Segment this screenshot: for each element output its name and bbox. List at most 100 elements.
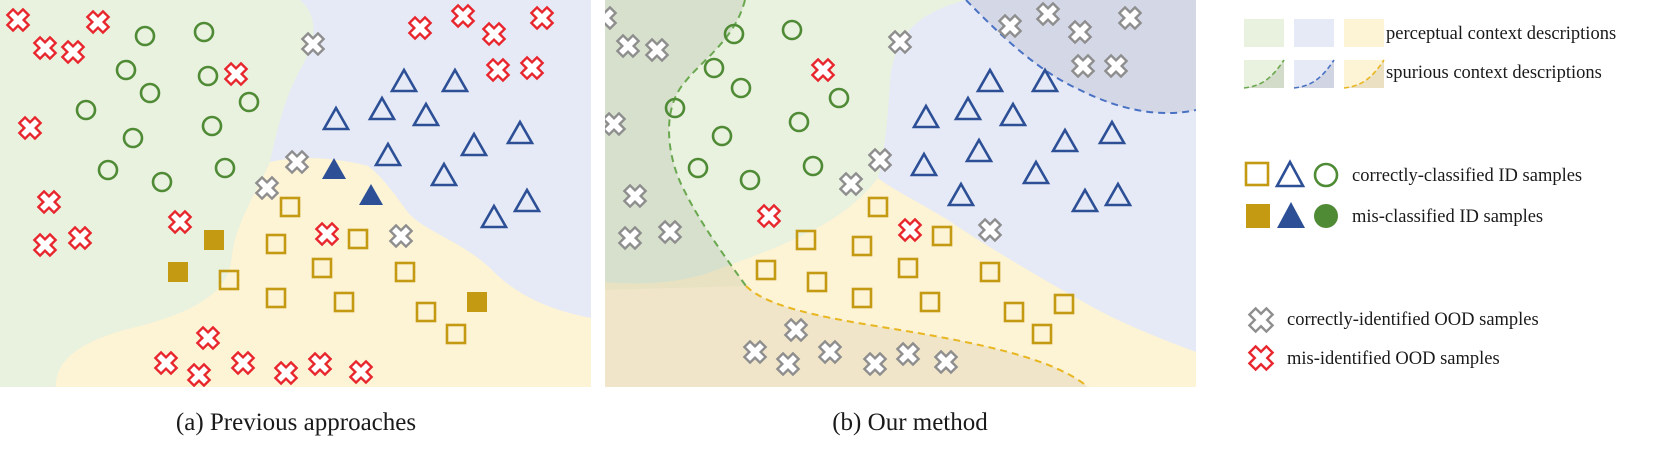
- legend-label-spurious: spurious context descriptions: [1386, 63, 1602, 83]
- legend-swatch-spurious-gold: [1343, 59, 1385, 89]
- ood-sample-correct-cross: [862, 351, 888, 377]
- id-sample-square: [415, 301, 437, 323]
- id-sample-square: [218, 269, 240, 291]
- ood-sample-correct-cross: [933, 349, 959, 375]
- id-sample-square: [394, 261, 416, 283]
- legend-gray-cross-icon: [1247, 306, 1275, 334]
- id-sample-circle: [115, 59, 137, 81]
- id-sample-square: [755, 259, 777, 281]
- ood-sample-correct-cross: [838, 171, 864, 197]
- gray-cross-mark: [1247, 306, 1275, 334]
- id-sample-circle: [739, 169, 761, 191]
- ood-sample-correct-cross: [300, 31, 326, 57]
- id-sample-square: [279, 196, 301, 218]
- id-sample-circle: [664, 97, 686, 119]
- spurious-blue-region: [966, 0, 1196, 114]
- id-sample-triangle: [975, 67, 1005, 93]
- id-sample-square: [851, 235, 873, 257]
- ood-sample-mis-cross: [897, 217, 923, 243]
- id-sample-square: [795, 229, 817, 251]
- ood-sample-mis-cross: [485, 57, 511, 83]
- id-sample-circle: [828, 87, 850, 109]
- ood-sample-correct-cross: [622, 183, 648, 209]
- id-sample-square: [265, 287, 287, 309]
- ood-sample-mis-cross: [85, 9, 111, 35]
- ood-sample-correct-cross: [284, 149, 310, 175]
- ood-sample-mis-cross: [756, 203, 782, 229]
- ood-sample-correct-cross: [997, 13, 1023, 39]
- id-sample-square: [333, 291, 355, 313]
- id-sample-circle: [214, 157, 236, 179]
- id-sample-square: [1031, 323, 1053, 345]
- id-sample-square: [867, 196, 889, 218]
- id-sample-triangle: [998, 101, 1028, 127]
- ood-sample-mis-cross: [314, 221, 340, 247]
- legend-swatch-gold: [1344, 19, 1384, 47]
- id-sample-square: [347, 228, 369, 250]
- id-sample-circle: [687, 157, 709, 179]
- id-sample-circle: [730, 77, 752, 99]
- id-sample-square: [919, 291, 941, 313]
- id-sample-circle: [788, 111, 810, 133]
- ood-sample-mis-cross: [167, 209, 193, 235]
- legend-label-mis-ood: mis-identified OOD samples: [1287, 349, 1500, 369]
- id-sample-triangle: [459, 131, 489, 157]
- legend-label-perceptual: perceptual context descriptions: [1386, 24, 1616, 44]
- ood-sample-correct-cross: [1035, 1, 1061, 27]
- ood-sample-correct-cross: [783, 317, 809, 343]
- ood-sample-correct-cross: [817, 339, 843, 365]
- ood-sample-mis-cross: [481, 21, 507, 47]
- id-sample-triangle: [512, 187, 542, 213]
- panel-previous: [0, 0, 591, 387]
- gold-region: [55, 158, 591, 387]
- legend-blue-triangle-filled-icon: [1277, 202, 1305, 228]
- id-sample-triangle: [367, 95, 397, 121]
- previous-markers: [5, 3, 555, 387]
- id-sample-triangle: [953, 95, 983, 121]
- ood-sample-correct-cross: [644, 37, 670, 63]
- misclassified-triangle: [322, 158, 346, 179]
- id-sample-square: [979, 261, 1001, 283]
- spurious-green-boundary: [668, 0, 747, 287]
- id-sample-circle: [97, 159, 119, 181]
- ood-sample-mis-cross: [32, 232, 58, 258]
- panel-ours: [605, 0, 1196, 387]
- ood-sample-mis-cross: [273, 360, 299, 386]
- legend-swatch-blue: [1294, 19, 1334, 47]
- id-sample-circle: [238, 91, 260, 113]
- ood-sample-correct-cross: [657, 219, 683, 245]
- id-sample-square: [265, 233, 287, 255]
- legend-swatch-spurious-green: [1243, 59, 1285, 89]
- ood-sample-correct-cross: [254, 175, 280, 201]
- caption-ours: (b) Our method: [832, 409, 988, 436]
- legend-swatch-green: [1244, 19, 1284, 47]
- id-sample-triangle: [946, 181, 976, 207]
- ood-sample-correct-cross: [615, 33, 641, 59]
- id-sample-triangle: [1097, 119, 1127, 145]
- ood-sample-mis-cross: [810, 57, 836, 83]
- ood-sample-mis-cross: [60, 39, 86, 65]
- id-sample-square: [931, 225, 953, 247]
- id-sample-circle: [703, 57, 725, 79]
- ood-sample-correct-cross: [867, 147, 893, 173]
- id-sample-triangle: [321, 105, 351, 131]
- id-sample-triangle: [373, 141, 403, 167]
- ood-sample-mis-cross: [519, 55, 545, 81]
- ood-sample-mis-cross: [407, 15, 433, 41]
- id-sample-circle: [197, 65, 219, 87]
- legend-red-cross-icon: [1247, 344, 1275, 372]
- id-sample-triangle: [964, 137, 994, 163]
- id-sample-circle: [151, 171, 173, 193]
- ood-sample-correct-cross: [742, 339, 768, 365]
- legend-label-mis-id: mis-classified ID samples: [1352, 207, 1543, 227]
- spurious-green-region: [605, 0, 746, 290]
- caption-previous: (a) Previous approaches: [176, 409, 416, 436]
- ood-sample-correct-cross: [388, 223, 414, 249]
- ood-sample-mis-cross: [307, 351, 333, 377]
- spurious-gold-boundary: [745, 285, 1089, 387]
- ood-sample-mis-cross: [450, 3, 476, 29]
- id-sample-triangle: [1030, 67, 1060, 93]
- ood-sample-mis-cross: [153, 350, 179, 376]
- ood-sample-correct-cross: [775, 351, 801, 377]
- legend-green-circle-icon: [1313, 162, 1339, 188]
